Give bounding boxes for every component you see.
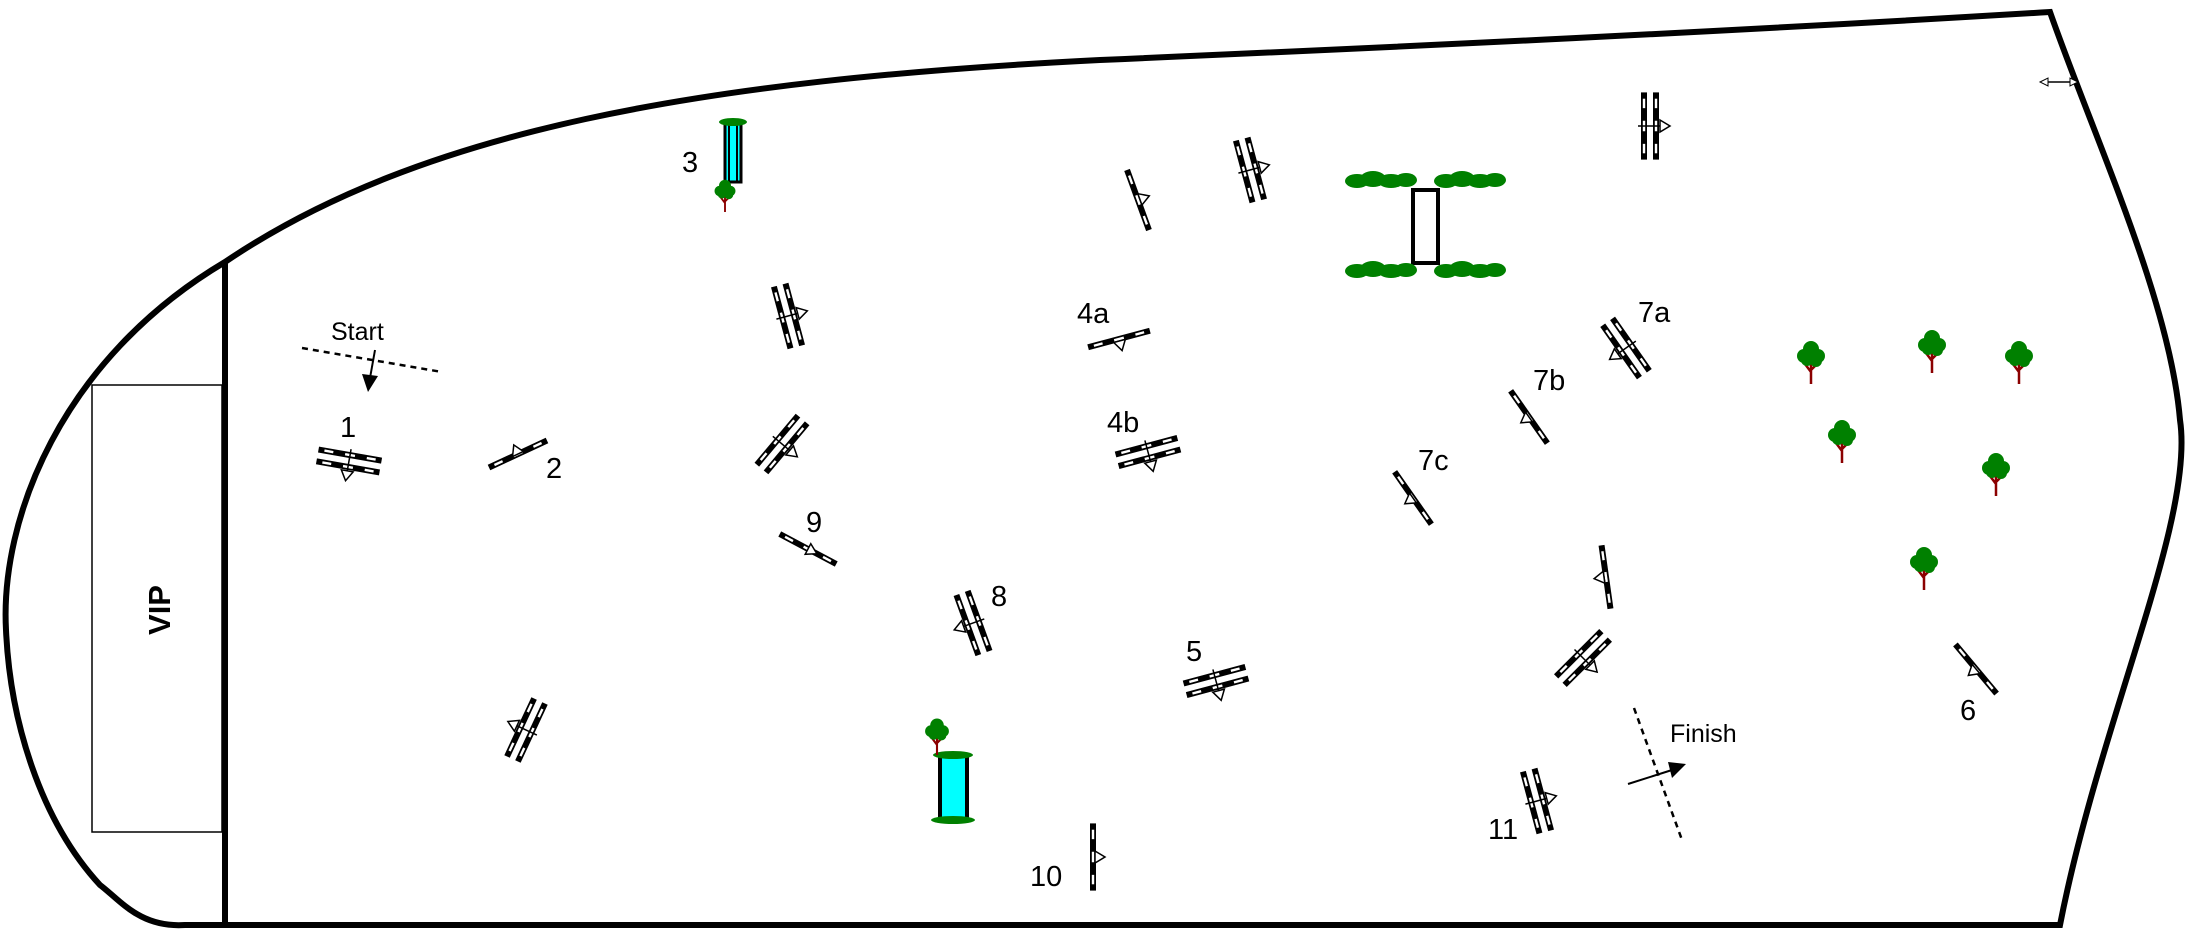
hedge-gate — [1345, 171, 1506, 278]
water-icon — [723, 122, 743, 184]
obstacle-label-3: 3 — [682, 147, 698, 179]
obstacle-2 — [487, 437, 549, 471]
obstacle-1 — [315, 446, 383, 483]
obstacle-label-1: 1 — [340, 412, 356, 444]
tree-icon — [1980, 451, 2012, 498]
obstacle-label-6: 6 — [1960, 695, 1976, 727]
water-icon — [938, 754, 969, 821]
start-label: Start — [331, 318, 384, 346]
fence — [754, 413, 810, 475]
obstacle-label-9: 9 — [806, 507, 822, 539]
obstacle-5 — [1182, 664, 1250, 703]
water-tray — [924, 717, 975, 824]
obstacle-label-10: 10 — [1030, 861, 1062, 893]
double-arrow-icon — [2038, 77, 2080, 87]
obstacle-7b — [1508, 389, 1550, 445]
start-line — [301, 346, 443, 374]
obstacle-label-8: 8 — [991, 581, 1007, 613]
fence — [1554, 629, 1612, 687]
obstacle-label-5: 5 — [1186, 636, 1202, 668]
tree-icon — [1826, 418, 1858, 465]
vip-label: VIP — [142, 585, 177, 635]
obstacle-11 — [1520, 767, 1559, 835]
obstacle-label-7a: 7a — [1638, 297, 1671, 329]
obstacle-label-7c: 7c — [1418, 445, 1449, 477]
tree-icon — [1795, 339, 1827, 386]
start-arrow-icon — [362, 349, 378, 392]
obstacle-6 — [1953, 642, 1999, 696]
obstacle-10 — [1090, 823, 1106, 891]
finish-arrow-icon — [1627, 762, 1686, 785]
fence — [771, 282, 810, 350]
obstacle-label-2: 2 — [546, 453, 562, 485]
fence — [1233, 136, 1272, 204]
tree-icon — [1916, 328, 1948, 375]
tree-icon — [1908, 545, 1940, 592]
finish-label: Finish — [1670, 720, 1737, 748]
obstacle-label-11: 11 — [1488, 814, 1518, 846]
obstacle-4b — [1114, 435, 1182, 474]
arena-boundary — [2, 8, 2185, 929]
fence — [1638, 92, 1671, 160]
fence — [504, 697, 548, 763]
obstacle-7c — [1392, 470, 1434, 526]
obstacle-label-7b: 7b — [1533, 365, 1565, 397]
obstacle-4a — [1087, 327, 1151, 353]
fence — [1124, 168, 1153, 232]
obstacle-7a — [1600, 316, 1652, 380]
obstacle-label-4a: 4a — [1077, 298, 1110, 330]
fence — [1592, 544, 1614, 610]
tree-icon — [2003, 339, 2035, 386]
obstacle-label-4b: 4b — [1107, 407, 1139, 439]
vip-box — [91, 384, 223, 833]
obstacle-3 — [713, 118, 747, 213]
obstacle-8 — [951, 589, 993, 657]
